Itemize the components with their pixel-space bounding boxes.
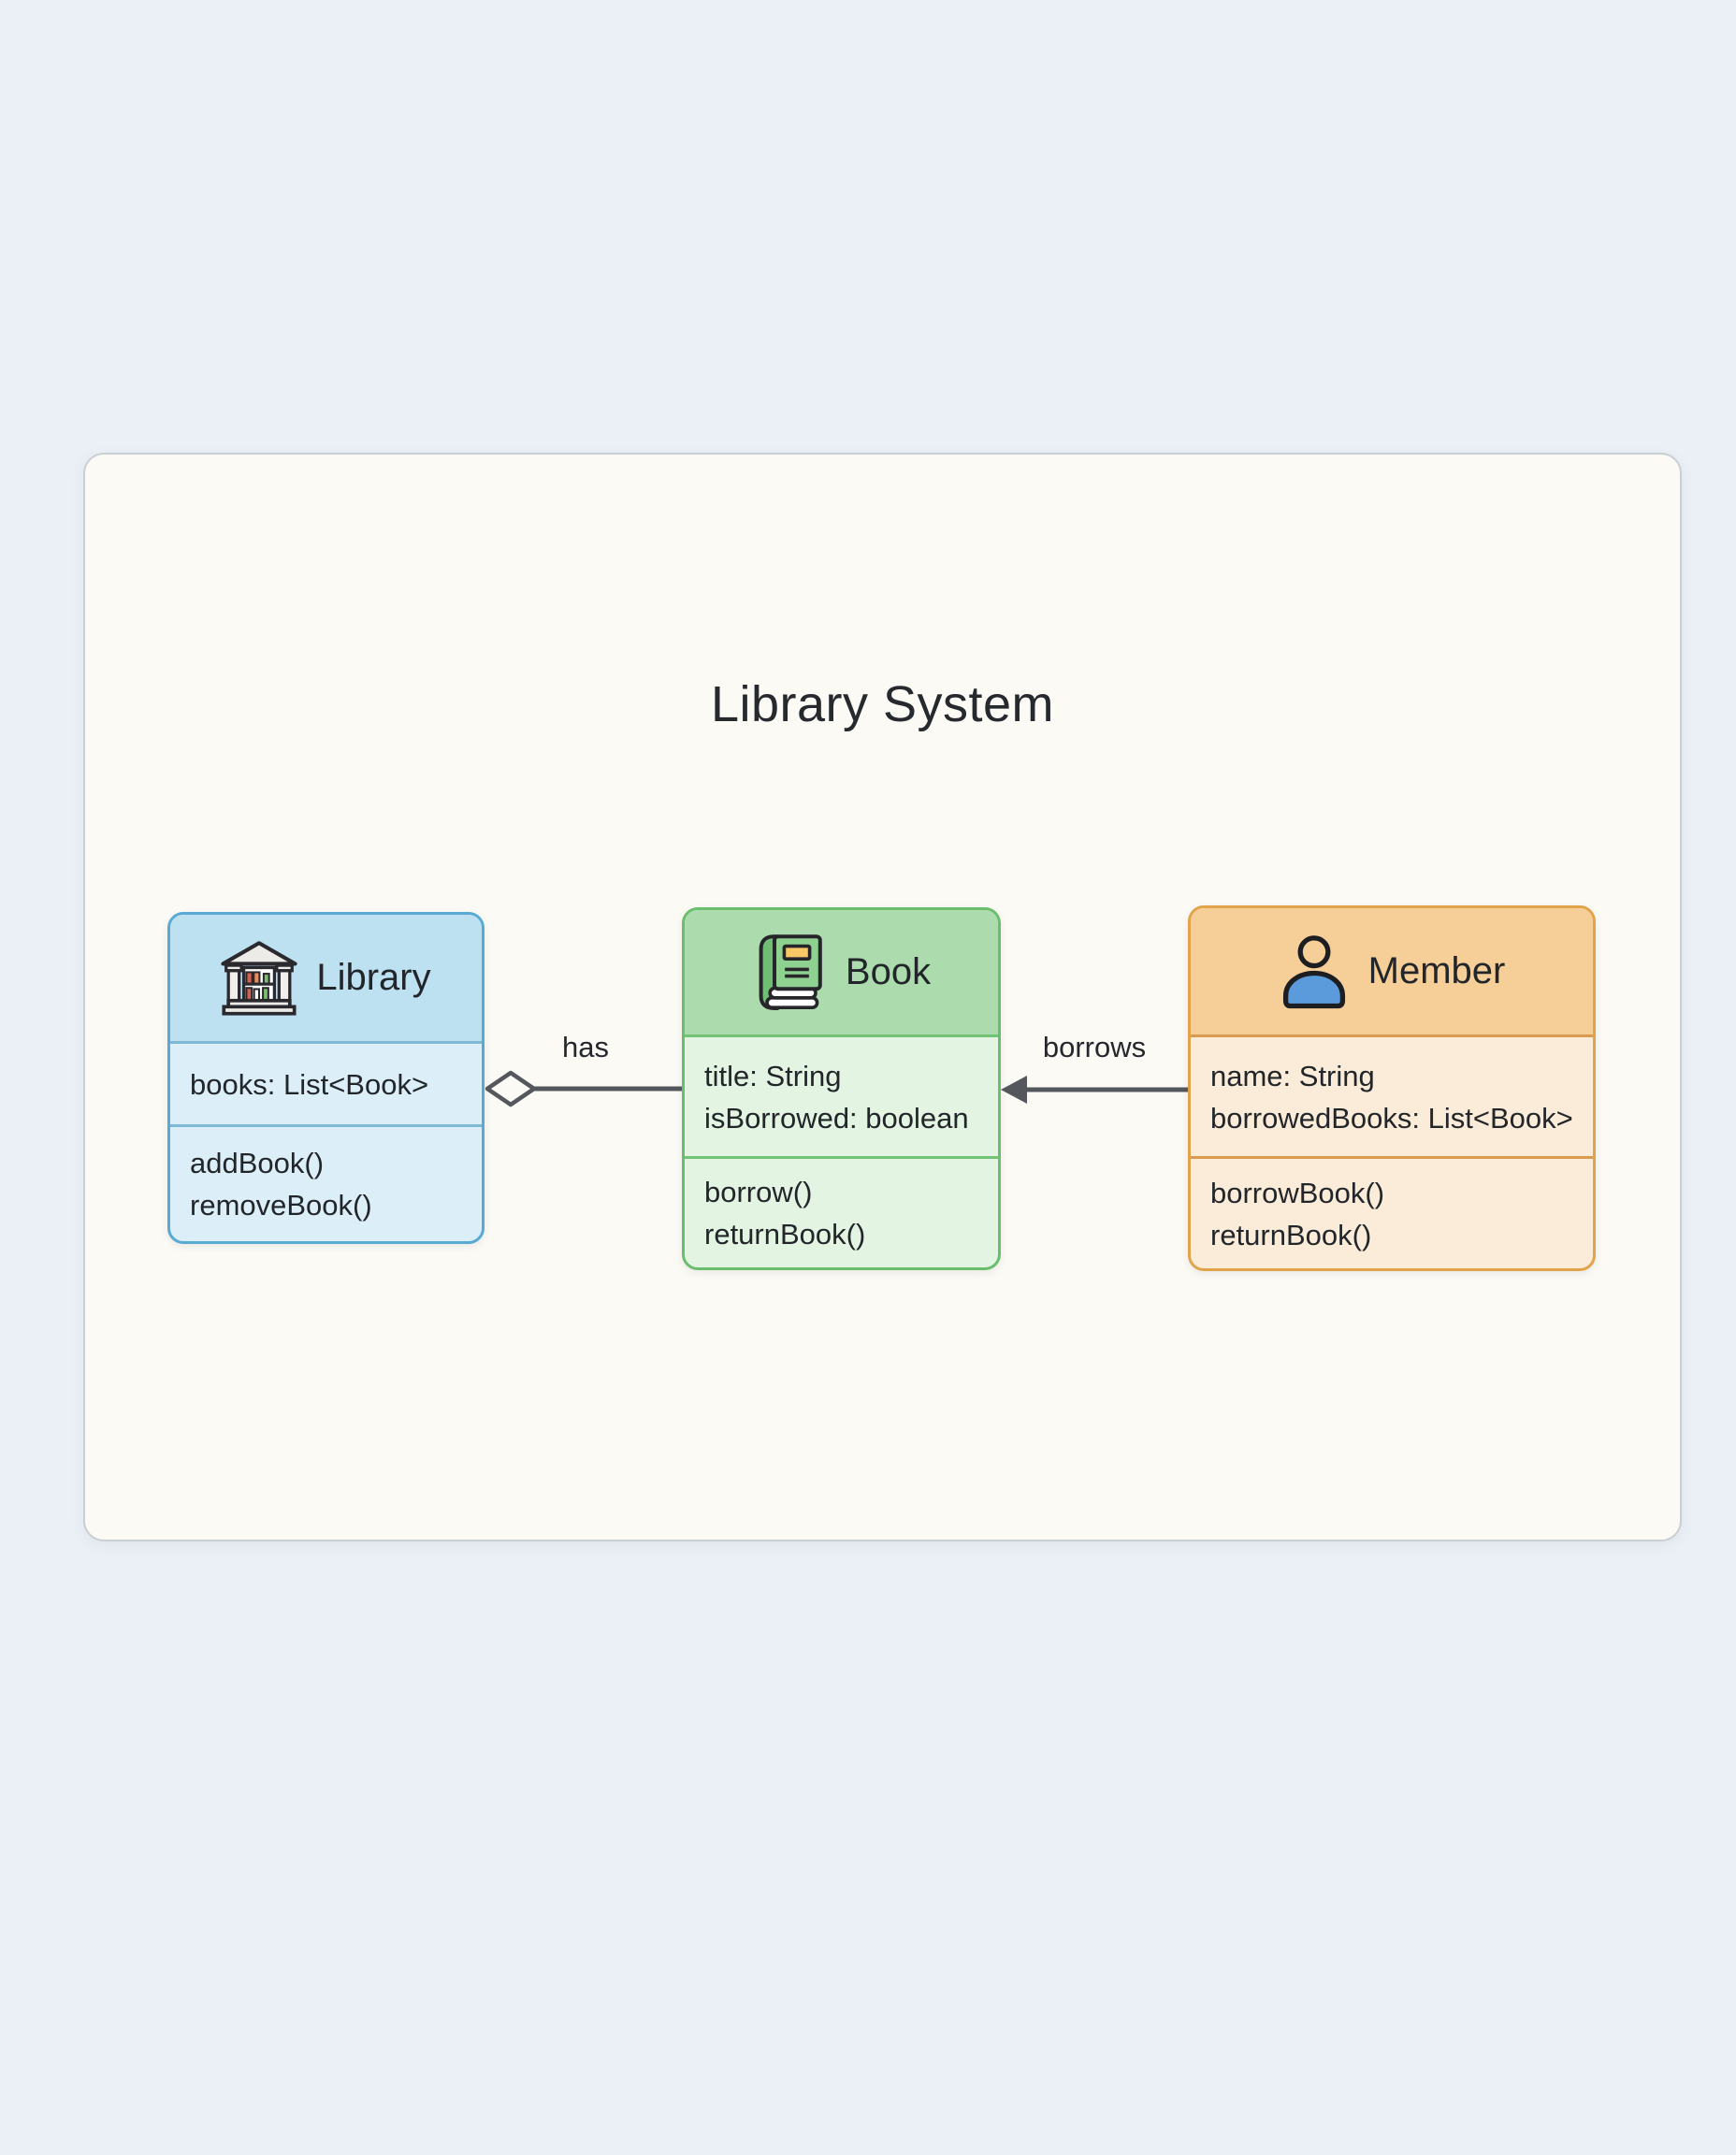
diagram-title: Library System: [710, 676, 1055, 732]
person-icon: [1282, 934, 1345, 1008]
class-methods-member: borrowBook() returnBook(): [1191, 1156, 1593, 1268]
class-attributes-member: name: String borrowedBooks: List<Book>: [1191, 1034, 1593, 1156]
attribute-row: isBorrowed: boolean: [704, 1101, 969, 1135]
class-methods-book: borrow() returnBook(): [685, 1156, 998, 1267]
method-row: borrowBook(): [1210, 1176, 1385, 1209]
class-header-book: Book: [685, 910, 998, 1034]
relation-label-has: has: [562, 1031, 609, 1063]
relation-label-borrows: borrows: [1042, 1031, 1147, 1063]
attribute-row: name: String: [1210, 1059, 1375, 1092]
class-header-library: Library: [170, 915, 482, 1041]
method-row: removeBook(): [190, 1189, 372, 1222]
class-name: Library: [316, 957, 431, 998]
attribute-row: title: String: [704, 1059, 842, 1092]
method-row: borrow(): [704, 1176, 813, 1208]
class-header-member: Member: [1191, 908, 1593, 1034]
class-methods-library: addBook() removeBook(): [170, 1124, 482, 1241]
class-box-book: Book title: String isBorrowed: boolean b…: [682, 907, 1001, 1270]
attribute-row: borrowedBooks: List<Book>: [1210, 1101, 1573, 1135]
method-row: returnBook(): [704, 1218, 866, 1251]
book-icon: [759, 933, 822, 1010]
attribute-row: books: List<Book>: [190, 1067, 429, 1101]
class-name: Member: [1367, 950, 1506, 991]
class-name: Book: [845, 951, 932, 992]
class-attributes-book: title: String isBorrowed: boolean: [685, 1034, 998, 1156]
class-attributes-library: books: List<Book>: [170, 1041, 482, 1124]
method-row: addBook(): [190, 1147, 325, 1179]
class-box-library: Library books: List<Book> addBook() remo…: [167, 912, 485, 1244]
library-building-icon: [221, 940, 297, 1016]
method-row: returnBook(): [1210, 1218, 1372, 1251]
class-box-member: Member name: String borrowedBooks: List<…: [1188, 905, 1596, 1271]
